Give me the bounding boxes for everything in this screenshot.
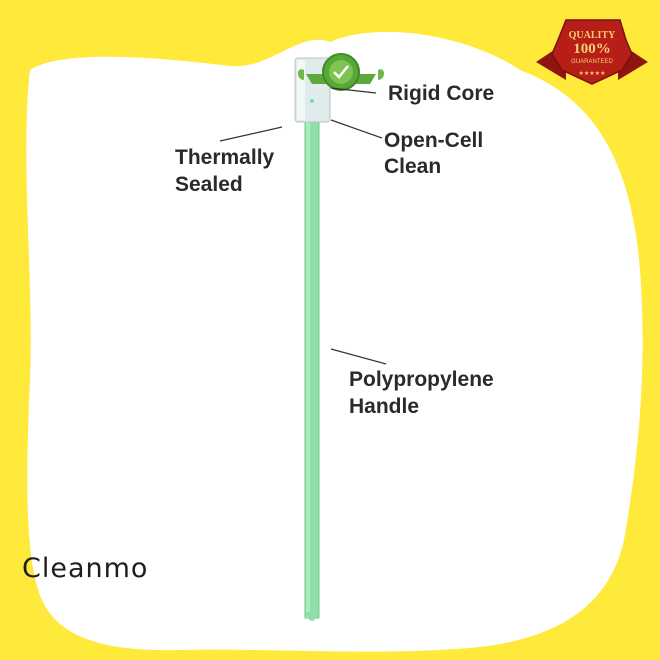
leader-polypropylene <box>330 348 387 365</box>
head-dot <box>310 99 314 103</box>
leader-open-cell <box>330 119 383 139</box>
badge-guaranteed-text: GUARANTEED <box>571 59 613 65</box>
label-thermally: Thermally <box>175 146 275 169</box>
quality-guarantee-badge: QUALITY 100% GUARANTEED ★★★★★ <box>536 19 648 85</box>
leader-thermally-sealed <box>219 126 283 142</box>
handle-highlight <box>306 118 310 618</box>
brand-watermark: Cleanmo <box>22 553 149 584</box>
head-highlight <box>297 60 305 120</box>
badge-quality-text: QUALITY <box>569 30 616 41</box>
label-rigid-core: Rigid Core <box>388 82 495 105</box>
label-open-cell: Open-Cell <box>384 129 484 152</box>
badge-stars: ★★★★★ <box>579 70 606 77</box>
certification-seal-icon <box>298 53 384 91</box>
label-sealed: Sealed <box>175 173 243 196</box>
leader-rigid-core <box>330 87 377 94</box>
label-polypropylene: Polypropylene <box>349 368 494 391</box>
white-panel <box>26 31 643 652</box>
label-clean: Clean <box>384 155 442 178</box>
label-handle: Handle <box>349 395 420 418</box>
badge-percent-text: 100% <box>573 41 611 57</box>
handle-tip <box>305 612 319 621</box>
